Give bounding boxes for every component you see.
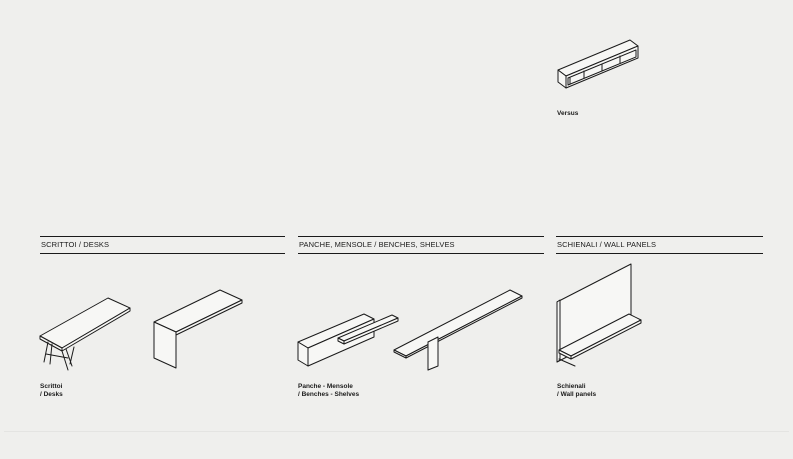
- desks-caption: Scrittoi / Desks: [40, 383, 63, 399]
- bottom-divider: [4, 431, 789, 432]
- wall-panels-header-text: SCHIENALI / WALL PANELS: [557, 240, 657, 249]
- bench-box-illustration: [297, 313, 399, 367]
- benches-caption: Panche - Mensole / Benches - Shelves: [298, 383, 359, 399]
- desks-caption-line2: / Desks: [40, 391, 63, 398]
- bench-long-illustration: [393, 289, 523, 371]
- desks-caption-line1: Scrittoi: [40, 383, 63, 390]
- versus-caption: Versus: [557, 110, 578, 118]
- section-header-desks: SCRITTOI / DESKS: [40, 236, 285, 254]
- desks-header-text: SCRITTOI / DESKS: [41, 240, 110, 249]
- versus-label: Versus: [557, 110, 579, 117]
- benches-caption-line2: / Benches - Shelves: [298, 391, 360, 398]
- wall-panels-caption-line2: / Wall panels: [557, 391, 597, 398]
- benches-header-text: PANCHE, MENSOLE / BENCHES, SHELVES: [299, 240, 455, 249]
- wall-panels-caption-line1: Schienali: [557, 383, 586, 390]
- wall-panels-caption: Schienali / Wall panels: [557, 383, 596, 399]
- wall-panel-illustration: [556, 263, 642, 367]
- desk-with-legs-illustration: [39, 297, 131, 371]
- section-header-benches-shelves: PANCHE, MENSOLE / BENCHES, SHELVES: [298, 236, 544, 254]
- versus-shelf-illustration: [557, 39, 639, 89]
- benches-caption-line1: Panche - Mensole: [298, 383, 353, 390]
- section-header-wall-panels: SCHIENALI / WALL PANELS: [556, 236, 763, 254]
- desk-with-panel-illustration: [153, 289, 243, 369]
